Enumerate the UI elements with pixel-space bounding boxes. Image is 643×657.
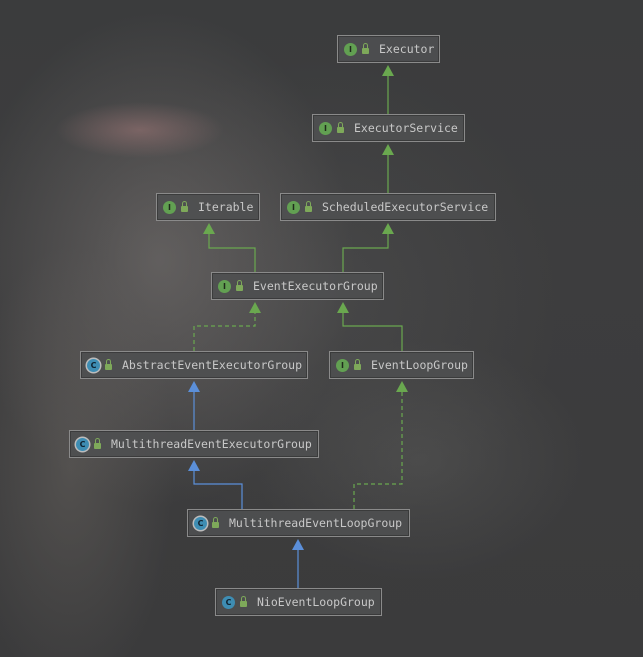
edge-eventexecutorgroup-iterable [203, 223, 256, 272]
lock-icon [236, 280, 243, 291]
interface-icon: I [344, 42, 357, 56]
edge-eventloopgroup-eventexecutorgroup [337, 302, 403, 351]
lock-icon [305, 201, 312, 212]
edge-arrowhead [188, 460, 200, 471]
node-label: AbstractEventExecutorGroup [122, 358, 303, 372]
abstract-class-icon: C [76, 437, 89, 451]
node-label: MultithreadEventLoopGroup [229, 516, 403, 530]
node-label: MultithreadEventExecutorGroup [111, 437, 312, 451]
lock-icon [94, 438, 101, 449]
edge-multithreadeventexecutorgroup-abstracteventexecutorgroup [188, 381, 200, 430]
node-multithread-event-executor-group[interactable]: C MultithreadEventExecutorGroup [69, 430, 319, 458]
edge-arrowhead [396, 381, 408, 392]
edge-executorservice-executor [382, 65, 394, 114]
edge-arrowhead [292, 539, 304, 550]
edge-arrowhead [382, 144, 394, 155]
interface-icon: I [287, 200, 300, 214]
node-scheduled-executor-service[interactable]: I ScheduledExecutorService [280, 193, 496, 221]
class-icon: C [222, 595, 235, 609]
edge-arrowhead [249, 302, 261, 313]
edge-abstracteventexecutorgroup-eventexecutorgroup [193, 302, 261, 351]
edge-eventexecutorgroup-scheduledexecutorservice [342, 223, 394, 272]
interface-icon: I [336, 358, 349, 372]
node-executor-service[interactable]: I ExecutorService [312, 114, 465, 142]
edge-multithreadeventloopgroup-eventloopgroup [353, 381, 408, 509]
node-label: ExecutorService [354, 121, 458, 135]
interface-icon: I [218, 279, 231, 293]
node-nio-event-loop-group[interactable]: C NioEventLoopGroup [215, 588, 382, 616]
lock-icon [337, 122, 344, 133]
lock-icon [240, 596, 247, 607]
node-executor[interactable]: I Executor [337, 35, 440, 63]
node-label: EventLoopGroup [371, 358, 468, 372]
lock-icon [105, 359, 112, 370]
node-event-executor-group[interactable]: I EventExecutorGroup [211, 272, 384, 300]
interface-icon: I [163, 200, 176, 214]
lock-icon [181, 201, 188, 212]
node-label: ScheduledExecutorService [322, 200, 489, 214]
edge-line [193, 471, 243, 509]
node-label: Iterable [198, 200, 254, 214]
edge-arrowhead [382, 223, 394, 234]
node-abstract-event-executor-group[interactable]: C AbstractEventExecutorGroup [80, 351, 308, 379]
edge-arrowhead [337, 302, 349, 313]
edge-line [342, 313, 403, 351]
node-label: Executor [379, 42, 435, 56]
edge-arrowhead [203, 223, 215, 234]
edge-arrowhead [188, 381, 200, 392]
edge-scheduledexecutorservice-executorservice [382, 144, 394, 193]
edge-multithreadeventloopgroup-multithreadeventexecutorgroup [188, 460, 243, 509]
node-label: NioEventLoopGroup [257, 595, 375, 609]
edge-line [353, 392, 403, 509]
node-label: EventExecutorGroup [253, 279, 378, 293]
abstract-class-icon: C [194, 516, 207, 530]
edge-line [208, 234, 256, 272]
edge-line [193, 313, 256, 351]
interface-icon: I [319, 121, 332, 135]
edge-nioeventloopgroup-multithreadeventloopgroup [292, 539, 304, 588]
lock-icon [362, 43, 369, 54]
lock-icon [354, 359, 361, 370]
abstract-class-icon: C [87, 358, 100, 372]
node-multithread-event-loop-group[interactable]: C MultithreadEventLoopGroup [187, 509, 410, 537]
node-iterable[interactable]: I Iterable [156, 193, 260, 221]
lock-icon [212, 517, 219, 528]
node-event-loop-group[interactable]: I EventLoopGroup [329, 351, 474, 379]
edge-line [342, 234, 389, 272]
edge-arrowhead [382, 65, 394, 76]
